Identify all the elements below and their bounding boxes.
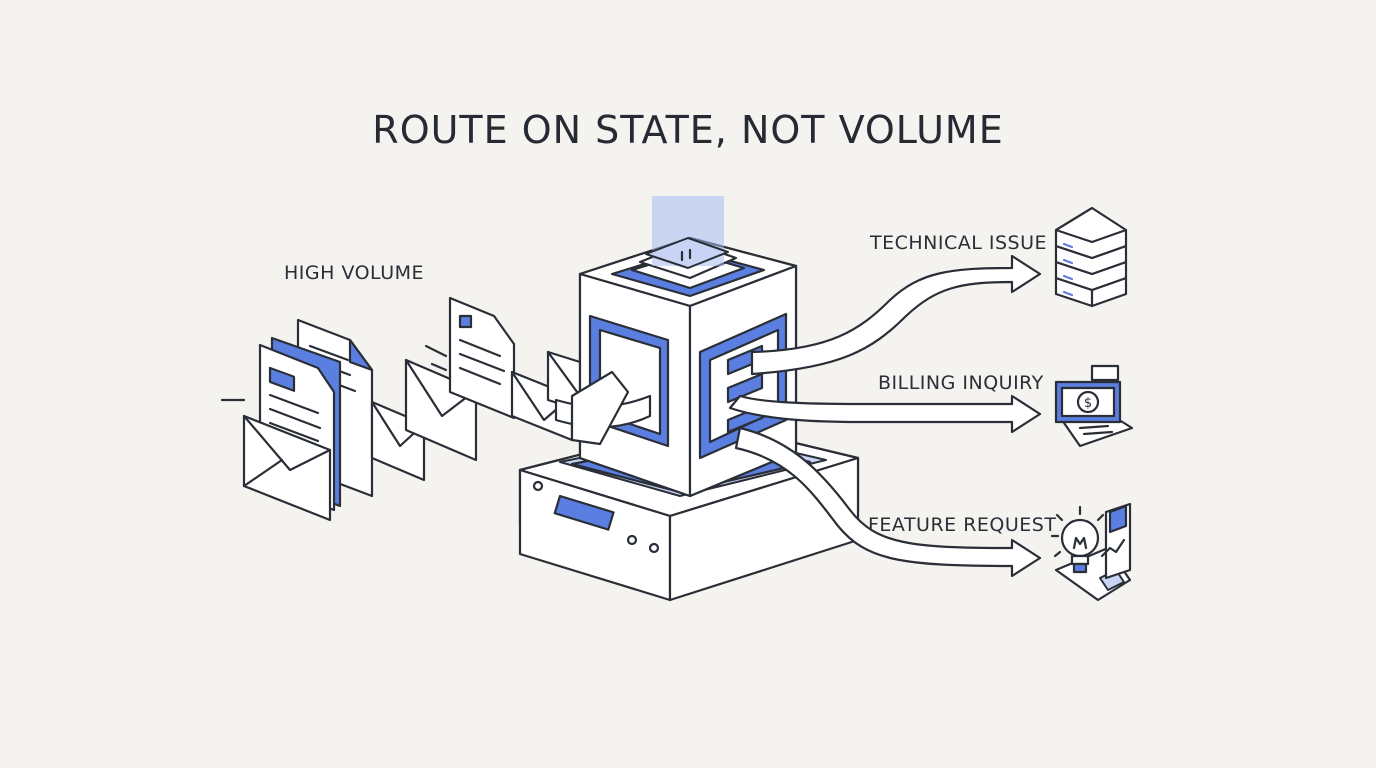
- envelope-icon: [242, 414, 332, 522]
- document-icon: [448, 296, 516, 420]
- diagram-title: ROUTE ON STATE, NOT VOLUME: [372, 108, 1004, 152]
- billing-cash-icon: $: [1054, 364, 1134, 448]
- server-stack-icon: [1054, 206, 1128, 308]
- route-label-feature: FEATURE REQUEST: [868, 514, 1057, 536]
- route-feature: [734, 426, 1042, 578]
- router-cube: [578, 196, 798, 498]
- route-billing: [728, 394, 1042, 434]
- input-label-high-volume: HIGH VOLUME: [284, 262, 425, 284]
- input-stream: [554, 370, 652, 446]
- route-label-technical: TECHNICAL ISSUE: [870, 232, 1048, 254]
- svg-text:$: $: [1084, 396, 1092, 411]
- incoming-messages: [220, 296, 614, 522]
- route-technical: [750, 254, 1042, 376]
- route-label-billing: BILLING INQUIRY: [878, 372, 1044, 394]
- lightbulb-idea-icon: [1050, 502, 1132, 602]
